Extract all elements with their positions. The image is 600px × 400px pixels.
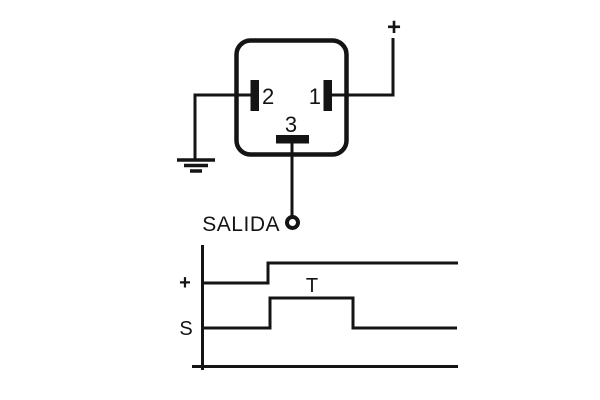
supply-waveform [202,261,458,285]
output-label: SALIDA [202,213,280,236]
terminal-3-label: 3 [285,112,297,137]
terminal-2-label: 2 [262,84,274,109]
timing-period-label: T [306,275,318,297]
terminal-1-pin [323,80,332,111]
power-wire [332,38,395,97]
output-terminal-ring [285,215,300,230]
timing-supply-label: + [179,272,191,294]
terminal-2-pin [250,80,259,111]
power-plus-label: + [387,14,401,41]
terminal-3-pin [276,135,309,144]
line-art [177,38,458,370]
ground-wire [193,93,252,160]
terminal-pins [250,80,332,144]
ground-icon [177,158,215,173]
signal-waveform [202,296,457,330]
timing-signal-label: S [179,318,192,340]
terminal-1-label: 1 [309,84,321,109]
